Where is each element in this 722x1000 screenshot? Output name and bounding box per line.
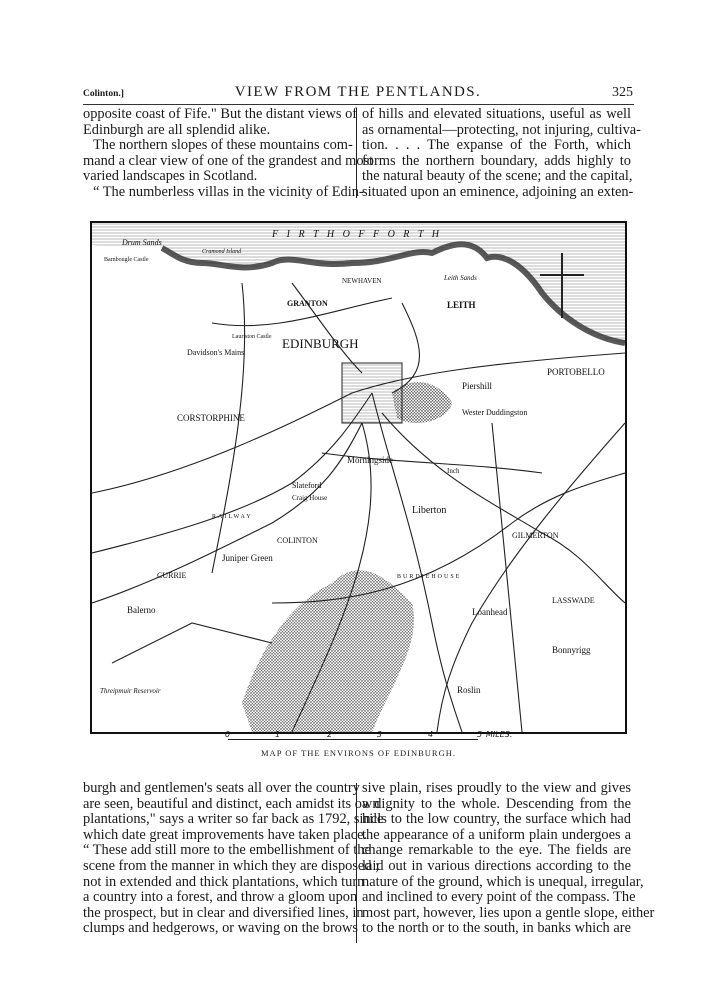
label-railway: RAILWAY xyxy=(212,514,253,520)
header-rule xyxy=(83,104,634,105)
label-balerno: Balerno xyxy=(127,605,156,615)
top-left-column: opposite coast of Fife." But the distant… xyxy=(83,106,374,201)
map-of-edinburgh-environs: F I R T H O F F O R T H Drum Sands Barnb… xyxy=(90,221,627,734)
label-cramond-island: Cramond Island xyxy=(202,249,242,255)
text-line: a dignity to the whole. Descending from … xyxy=(362,795,631,812)
label-lasswade: LASSWADE xyxy=(552,596,595,605)
label-leith-sands: Leith Sands xyxy=(443,274,477,282)
text-line: as ornamental—protecting, not injuring, … xyxy=(362,121,641,138)
label-inch: Inch xyxy=(447,467,460,475)
text-line: situated upon an eminence, adjoining an … xyxy=(362,183,634,200)
label-burdiehouse: BURDIEHOUSE xyxy=(397,574,461,580)
text-line: are seen, beautiful and distinct, each a… xyxy=(83,795,380,812)
label-piershill: Piershill xyxy=(462,381,493,391)
coastline xyxy=(160,241,625,346)
bottom-right-column: sive plain, rises proudly to the view an… xyxy=(362,780,655,937)
label-davidsons-mains: Davidson's Mains xyxy=(187,348,244,357)
scale-tick: 1 xyxy=(275,730,281,739)
section-marker: Colinton.] xyxy=(83,89,124,99)
label-gilmerton: GILMERTON xyxy=(512,531,559,540)
map-scale-bar: 0 1 2 3 4 5 MILES. xyxy=(220,730,520,748)
label-currie: CURRIE xyxy=(157,571,186,580)
text-line: and inclined to every point of the compa… xyxy=(362,889,636,906)
scale-line xyxy=(228,739,478,740)
label-craig-house: Craig House xyxy=(292,494,327,502)
label-newhaven: NEWHAVEN xyxy=(342,277,382,285)
column-divider-bottom xyxy=(356,783,357,943)
place-labels: F I R T H O F F O R T H Drum Sands Barnb… xyxy=(100,229,605,695)
text-line: which date great improvements have taken… xyxy=(83,826,368,843)
arthurs-seat xyxy=(392,382,452,423)
scale-tick: 5 xyxy=(477,730,483,739)
label-leith: LEITH xyxy=(447,300,476,310)
text-line: tion. . . . The expanse of the Forth, wh… xyxy=(362,137,631,154)
text-line: “ These add still more to the embellishm… xyxy=(83,842,371,859)
label-duddingston: Wester Duddingston xyxy=(462,408,527,417)
scale-tick: 3 xyxy=(377,730,383,739)
scale-tick: 2 xyxy=(327,730,333,739)
text-line: change remarkable to the eye. The fields… xyxy=(362,842,631,859)
text-line: plantations," says a writer so far back … xyxy=(83,811,384,828)
map-illustration: F I R T H O F F O R T H Drum Sands Barnb… xyxy=(92,223,625,732)
column-divider-top xyxy=(356,108,357,198)
label-portobello: PORTOBELLO xyxy=(547,367,605,377)
text-line: clumps and hedgerows, or waving on the b… xyxy=(83,920,358,937)
label-slateford: Slateford xyxy=(292,481,321,490)
text-line: The northern slopes of these mountains c… xyxy=(93,137,353,154)
text-line: not in extended and thick plantations, w… xyxy=(83,873,365,890)
bottom-left-column: burgh and gentlemen's seats all over the… xyxy=(83,780,384,937)
text-line: nature of the ground, which is unequal, … xyxy=(362,873,644,890)
text-line: Edinburgh are all splendid alike. xyxy=(83,121,271,138)
label-barnbougle: Barnbougle Castle xyxy=(104,257,149,263)
map-caption: MAP OF THE ENVIRONS OF EDINBURGH. xyxy=(261,748,456,758)
text-line: the natural beauty of the scene; and the… xyxy=(362,168,633,185)
text-line: laid out in various directions according… xyxy=(362,857,631,874)
text-line: opposite coast of Fife." But the distant… xyxy=(83,106,358,122)
page-number: 325 xyxy=(612,85,633,100)
label-juniper-green: Juniper Green xyxy=(222,553,273,563)
text-line: a country into a forest, and throw a glo… xyxy=(83,889,358,906)
text-line: the appearance of a uniform plain underg… xyxy=(362,826,631,843)
firth-water xyxy=(92,223,625,343)
text-line: mand a clear view of one of the grandest… xyxy=(83,152,374,169)
top-right-column: of hills and elevated situations, useful… xyxy=(362,106,641,201)
label-morningside: Morningside xyxy=(347,455,393,465)
label-roslin: Roslin xyxy=(457,685,481,695)
text-line: of hills and elevated situations, useful… xyxy=(362,106,631,122)
label-firth: F I R T H O F F O R T H xyxy=(271,229,442,240)
roads-and-railways xyxy=(92,282,625,732)
text-line: scene from the manner in which they are … xyxy=(83,857,380,874)
label-threipmuir: Threipmuir Reservoir xyxy=(100,687,161,695)
label-lauriston: Lauriston Castle xyxy=(232,334,272,340)
label-loanhead: Loanhead xyxy=(472,607,508,617)
label-edinburgh: EDINBURGH xyxy=(282,336,359,351)
text-line: sive plain, rises proudly to the view an… xyxy=(362,780,631,796)
text-line: varied landscapes in Scotland. xyxy=(83,168,258,185)
text-line: burgh and gentlemen's seats all over the… xyxy=(83,780,360,796)
text-line: forms the northern boundary, adds highly… xyxy=(362,152,631,169)
running-header: Colinton.] VIEW FROM THE PENTLANDS. 325 xyxy=(83,84,633,104)
text-line: the prospect, but in clear and diversifi… xyxy=(83,904,364,921)
label-drum-sands: Drum Sands xyxy=(121,238,162,247)
label-bonnyrigg: Bonnyrigg xyxy=(552,645,591,655)
label-liberton: Liberton xyxy=(412,505,446,516)
scale-tick: 4 xyxy=(428,730,434,739)
scale-unit: MILES. xyxy=(486,730,513,739)
scale-tick: 0 xyxy=(225,730,231,739)
text-line: to the north or to the south, in banks w… xyxy=(362,920,631,937)
text-line: hills to the low country, the surface wh… xyxy=(362,811,631,828)
label-corstorphine: CORSTORPHINE xyxy=(177,413,245,423)
label-colinton: COLINTON xyxy=(277,536,318,545)
running-title: VIEW FROM THE PENTLANDS. xyxy=(234,84,482,100)
text-line: “ The numberless villas in the vicinity … xyxy=(93,183,364,200)
text-line: most part, however, lies upon a gentle s… xyxy=(362,904,655,921)
label-granton: GRANTON xyxy=(287,299,328,308)
compass-cross xyxy=(540,253,584,318)
